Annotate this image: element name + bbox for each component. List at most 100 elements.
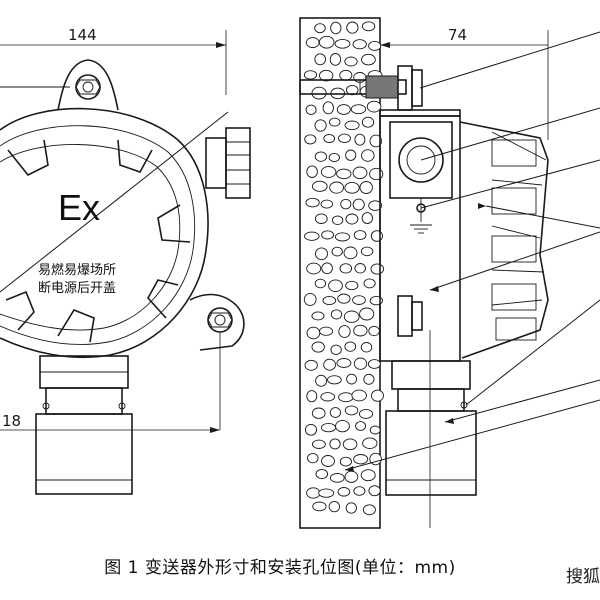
wall-stone <box>354 133 366 146</box>
callout-leaders <box>344 31 600 472</box>
wall-stone <box>339 69 353 81</box>
center-leader-line <box>0 111 229 293</box>
top-anchor-bolt <box>299 65 461 117</box>
wall-stone <box>330 21 342 35</box>
wall-stone <box>345 502 357 514</box>
wall-stone <box>311 341 325 353</box>
wall-stone <box>368 325 380 337</box>
bezel-side-profile <box>459 121 549 359</box>
wall-stone <box>361 212 373 225</box>
wall-stone <box>338 133 351 143</box>
wall-stone <box>338 392 354 403</box>
bottom-mounting-lug <box>189 293 245 430</box>
wall-stone <box>330 344 342 355</box>
wall-stone <box>360 469 376 482</box>
depth-dimension-label: 74 <box>448 26 467 44</box>
wall-stone <box>345 280 359 291</box>
wall-stone <box>321 455 335 467</box>
wall-stone <box>344 120 360 131</box>
wall-stone <box>320 392 336 402</box>
wall-stone <box>322 101 334 115</box>
wall-stone <box>334 232 351 242</box>
wall-stone <box>359 307 375 321</box>
wall-stone <box>314 278 327 289</box>
wall-stone <box>343 310 360 323</box>
wall-stone <box>331 215 344 226</box>
wall-stone <box>344 56 358 67</box>
wall-stone <box>369 425 381 435</box>
wall-stone <box>337 487 351 497</box>
wall-stone <box>339 456 352 467</box>
wall-stone <box>311 180 328 192</box>
watermark: 搜狐 <box>566 567 600 587</box>
wall-stone <box>312 501 327 512</box>
wall-stone <box>346 21 359 34</box>
wall-stone <box>327 375 342 385</box>
wall-stone <box>350 104 367 115</box>
wall-stone <box>352 39 367 50</box>
wall-stone <box>306 390 318 403</box>
width-dimension-label: 144 <box>68 26 97 44</box>
width-dimension: 144 <box>0 26 227 95</box>
housing-outline <box>0 107 209 359</box>
wall-stone <box>306 326 321 340</box>
wall-stone-hatch <box>303 21 385 516</box>
wall-stone <box>353 454 369 465</box>
wall-stone <box>344 341 357 352</box>
wall-stone <box>368 200 383 211</box>
wall-stone <box>367 359 381 369</box>
cable-gland <box>205 127 251 199</box>
wall-stone <box>345 213 359 225</box>
wall-stone <box>329 117 341 127</box>
wall-stone <box>311 86 327 100</box>
wall-stone <box>362 437 378 449</box>
wall-stone <box>306 262 322 275</box>
wall-stone <box>363 373 375 385</box>
wall-stone <box>318 35 335 49</box>
wall-stone <box>366 100 382 113</box>
wall-stone <box>355 421 367 431</box>
wall-stone <box>305 197 320 208</box>
wall-stone <box>328 152 340 163</box>
wall-stone <box>315 468 329 480</box>
wall-stone <box>329 53 342 66</box>
wall-stone <box>314 119 327 132</box>
wall-stone <box>320 199 334 209</box>
wall-stone <box>368 40 382 51</box>
wall-stone <box>371 389 384 402</box>
wall-stone <box>342 438 358 451</box>
wall-stone <box>314 53 327 66</box>
wall-stone <box>361 21 376 32</box>
wall-stone <box>319 69 334 82</box>
wall-stone <box>323 358 336 371</box>
wall-stone <box>362 504 376 516</box>
wall-stone <box>335 419 350 433</box>
wall-stone <box>311 311 325 321</box>
wall-stone <box>304 134 317 145</box>
wall-stone <box>344 470 359 483</box>
wall-stone <box>328 500 340 513</box>
wall-stone <box>352 198 365 211</box>
wall-stone <box>344 405 359 416</box>
wall-stone <box>361 116 375 128</box>
wall-stone <box>336 104 351 115</box>
wall-stone <box>369 134 383 148</box>
wall-stone <box>353 357 368 370</box>
front-view: 144 Ex 易燃易爆场所 断电源后开盖 <box>0 26 251 495</box>
wall-stone <box>331 246 343 257</box>
wall-stone <box>360 246 374 257</box>
wall-stone <box>319 326 334 336</box>
wall-stone <box>370 263 385 275</box>
wall-stone <box>304 423 318 436</box>
top-mounting-lug <box>0 59 119 111</box>
bottom-offset-dimension: 18 <box>0 412 220 433</box>
wall-stone <box>370 230 383 242</box>
wall-stone <box>315 247 328 261</box>
side-view: 74 <box>299 17 600 529</box>
wall-stone <box>304 359 318 371</box>
wall-stone <box>305 37 320 49</box>
wall-stone <box>305 104 317 115</box>
ex-marking: Ex <box>58 187 100 228</box>
wall-stone <box>353 230 367 241</box>
